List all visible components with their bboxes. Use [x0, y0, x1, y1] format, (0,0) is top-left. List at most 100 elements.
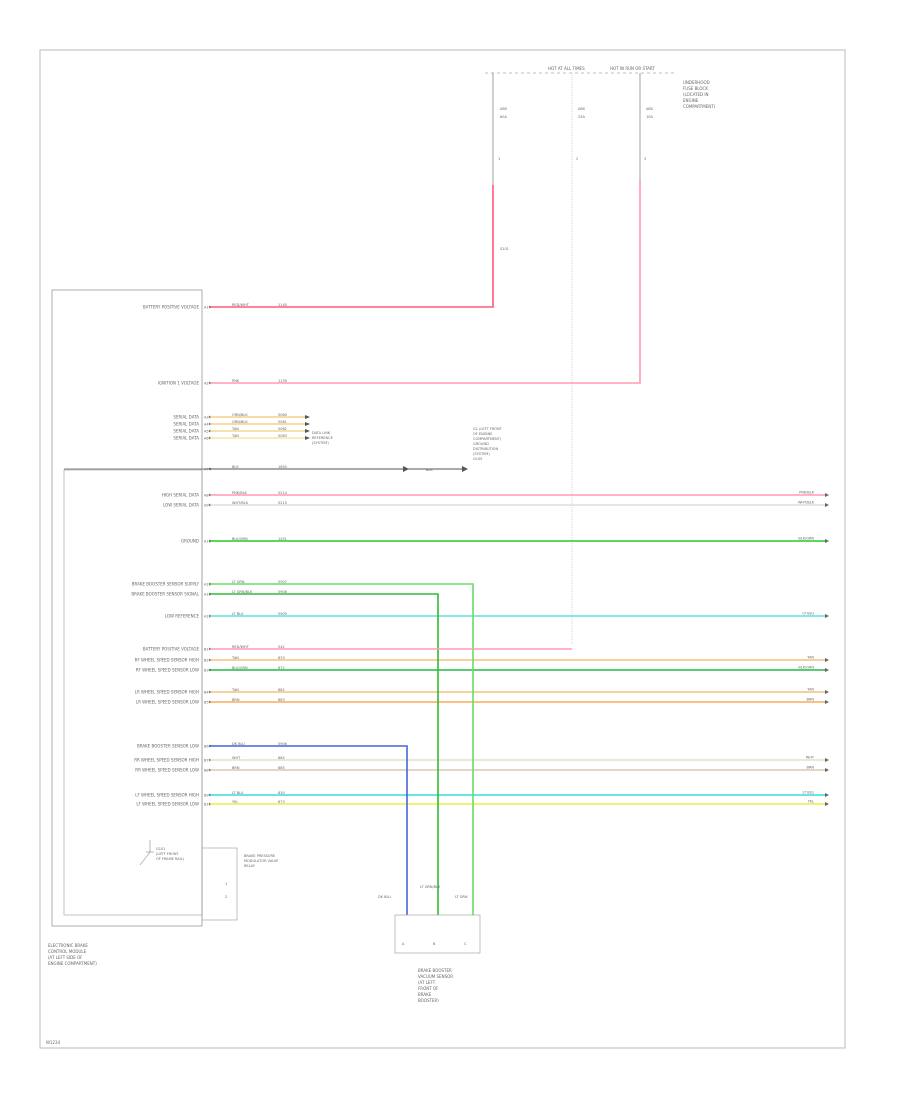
- connector-arrow-icon: [305, 436, 310, 440]
- pin-number: A2: [204, 382, 209, 386]
- pin-label: BATTERY POSITIVE VOLTAGE: [143, 305, 200, 310]
- sensor-pin-c: C: [464, 942, 467, 946]
- pin-number: B8: [204, 769, 209, 773]
- sensor-wire-1: DK BLU: [378, 895, 391, 899]
- wire: [210, 745, 408, 915]
- fuse-block-side-label-1: UNDERHOOD: [683, 80, 710, 85]
- wire-color-label: RED/WHT: [232, 645, 250, 649]
- wire: [210, 180, 641, 384]
- wire-circuit-label: 883: [278, 698, 285, 702]
- ground-ref-3: COMPARTMENT): [473, 437, 502, 441]
- serial-ref-1: DATA LINK: [312, 431, 331, 435]
- pin-number: A7: [204, 468, 209, 472]
- right-wire-label: LT BLU: [803, 791, 815, 795]
- connector-arrow-icon: [305, 429, 310, 433]
- pin-label: BRAKE BOOSTER SENSOR SIGNAL: [131, 592, 199, 597]
- wire-color-label: LT BLU: [232, 791, 244, 795]
- relay-label-3: RELAY: [244, 864, 256, 868]
- connector-arrow-icon: [305, 422, 310, 426]
- pin-number: B7: [204, 759, 209, 763]
- module-ground-label-3: OF FRAME RAIL): [156, 857, 185, 861]
- sensor-pin-a: A: [402, 942, 405, 946]
- connector-arrow-icon: [825, 768, 829, 772]
- pin-label: LR WHEEL SPEED SENSOR HIGH: [135, 690, 199, 695]
- wire-circuit-label: 5214: [278, 491, 288, 495]
- pin-label: HIGH SERIAL DATA: [162, 493, 199, 498]
- pin-number: B4: [204, 691, 209, 695]
- pin-label: BRAKE BOOSTER SENSOR LOW: [137, 744, 199, 749]
- fuse-2-circuit: 2: [576, 157, 578, 161]
- connector-arrow-icon: [825, 503, 829, 507]
- wire-color-label: TAN: [231, 688, 239, 692]
- sensor-wire-2: LT GRN/BLK: [420, 885, 441, 889]
- sensor-label-1: BRAKE BOOSTER: [418, 968, 452, 973]
- pin-number: B9: [204, 794, 209, 798]
- pin-label: LF WHEEL SPEED SENSOR HIGH: [135, 793, 199, 798]
- wire-circuit-label: 830: [278, 791, 285, 795]
- connector-arrow-icon: [825, 700, 829, 704]
- wire: [210, 593, 439, 915]
- svg-text:2: 2: [225, 895, 227, 899]
- module-label-2: CONTROL MODULE: [48, 949, 87, 954]
- wire-circuit-label: 1140: [278, 303, 287, 307]
- fuse-1-name: ABS: [500, 107, 508, 111]
- ground-ref-7: G105: [473, 457, 482, 461]
- fuse-block-label-hot-always: HOT AT ALL TIMES: [548, 66, 585, 71]
- wire-color-label: BRN: [232, 698, 240, 702]
- wire-color-label: RED/WHT: [232, 303, 250, 307]
- wire-color-label: ORN/BLK: [232, 420, 248, 424]
- connector-arrow-icon: [305, 415, 310, 419]
- pin-label: LOW SERIAL DATA: [163, 503, 199, 508]
- pin-number: A5: [204, 430, 209, 434]
- pin-number: A11: [204, 583, 211, 587]
- wire-circuit-label: 872: [278, 666, 285, 670]
- wire-color-label: ORN/BLK: [232, 413, 248, 417]
- connector-arrow-icon: [825, 614, 829, 618]
- wire-color-label: BRN: [232, 766, 240, 770]
- fuse-3-circuit: 3: [644, 157, 646, 161]
- right-wire-label: BRN: [807, 766, 815, 770]
- right-wire-label: WHT/BLK: [798, 501, 815, 505]
- module-ground-label-2: (LEFT FRONT: [156, 852, 180, 856]
- pin-number: A9: [204, 504, 209, 508]
- ground-ref-4: GROUND: [473, 442, 489, 446]
- fuse-1-circuit: 1: [498, 157, 500, 161]
- connector-arrow-icon: [825, 539, 829, 543]
- wire-color-label: LT GRN: [232, 580, 245, 584]
- sensor-label-6: BOOSTER): [418, 998, 439, 1003]
- wire-color-label: PNK/BLK: [232, 491, 248, 495]
- wire-circuit-label: 5215: [278, 501, 287, 505]
- fuse-block-label-hot-run: HOT IN RUN OR START: [610, 66, 655, 71]
- connector-arrow-icon: [825, 658, 829, 662]
- pin-number: A12: [204, 593, 211, 597]
- right-wire-label: TAN: [806, 688, 814, 692]
- fuse-block-side-label-4: ENGINE: [683, 98, 699, 103]
- wire-circuit-label: 882: [278, 688, 285, 692]
- pin-number: A8: [204, 494, 209, 498]
- pin-label: LOW REFERENCE: [165, 614, 200, 619]
- ground-ref-6: (SYSTEM): [473, 452, 490, 456]
- pin-label: SERIAL DATA: [173, 422, 199, 427]
- sensor-pin-b: B: [433, 942, 436, 946]
- ground-wire-label: BLK: [426, 468, 433, 472]
- connector-references: DATA LINK REFERENCE (SYSTEM) G1 (LEFT FR…: [312, 427, 503, 472]
- module-label-3: (AT LEFT SIDE OF: [48, 955, 83, 960]
- connector-arrow-icon: [825, 802, 829, 806]
- relay-label-2: MODULATOR VALVE: [244, 859, 278, 863]
- ground-arrow-icon: [403, 466, 409, 472]
- sensor-label-5: BRAKE: [418, 992, 432, 997]
- right-wire-label: TAN: [806, 656, 814, 660]
- wire-color-label: WHT: [232, 756, 241, 760]
- right-wire-label: BLK/GRN: [798, 666, 814, 670]
- diagram-frame: [39, 49, 846, 1049]
- right-wire-label: PNK/BLK: [799, 491, 815, 495]
- fuse-block: HOT AT ALL TIMES HOT IN RUN OR START UND…: [485, 66, 716, 645]
- pin-number: A3: [204, 416, 209, 420]
- wire-circuit-label: 833: [278, 656, 285, 660]
- wire-circuit-label: 5062: [278, 427, 287, 431]
- pin-label: RR WHEEL SPEED SENSOR LOW: [135, 768, 199, 773]
- pin-number: A6: [204, 437, 209, 441]
- right-wire-label: YEL: [808, 800, 814, 804]
